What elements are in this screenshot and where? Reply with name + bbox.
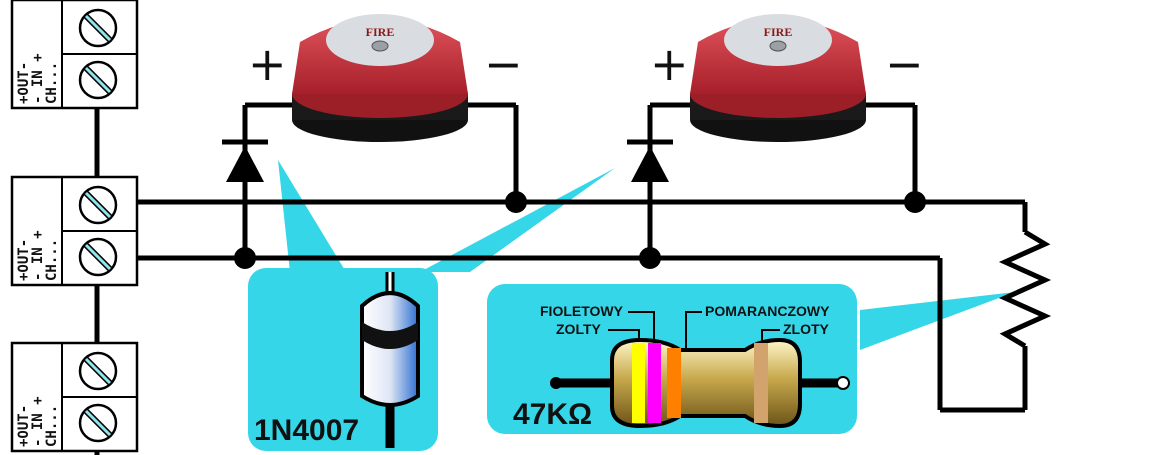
diode-part-number: 1N4007 [254, 414, 359, 447]
screw-icon [78, 185, 118, 225]
band-leaders [608, 311, 780, 350]
bell-minus-label: − [484, 37, 523, 91]
terminal-block-middle: +OUT- - IN + CH... [10, 175, 139, 287]
terminal-line2: - IN + [30, 53, 46, 104]
terminal-line2: - IN + [30, 396, 46, 447]
terminal-line3: CH... [44, 405, 60, 447]
bell-plus-label: + [248, 37, 287, 91]
terminal-line3: CH... [44, 239, 60, 281]
band-label-violet: FIOLETOWY [540, 303, 624, 319]
bell-icon: FIRE [292, 14, 468, 142]
terminal-block-bottom: +OUT- - IN + CH... [10, 341, 139, 453]
terminal-line2: - IN + [30, 230, 46, 281]
screw-icon [78, 237, 118, 277]
diode-component-icon [360, 272, 420, 448]
screw-icon [78, 8, 118, 48]
terminal-line3: CH... [44, 62, 60, 104]
bell-minus-label: − [885, 37, 924, 91]
screw-icon [78, 403, 118, 443]
wiring [94, 0, 1052, 455]
resistor-component-icon [550, 337, 850, 429]
screw-icon [78, 60, 118, 100]
fire-bell-2: FIRE [690, 14, 866, 142]
terminal-line1: +OUT- [16, 62, 32, 104]
fire-bell-1: FIRE [292, 14, 468, 142]
band-label-gold: ZLOTY [783, 321, 830, 337]
bell-label: FIRE [764, 25, 793, 39]
terminal-block-top: +OUT- - IN + CH... [10, 0, 139, 110]
junction-dots [234, 191, 926, 269]
diode-symbol-1 [222, 139, 268, 182]
bell-plus-label: + [650, 37, 689, 91]
bell-label: FIRE [366, 25, 395, 39]
bell-icon: FIRE [690, 14, 866, 142]
screw-icon [78, 351, 118, 391]
diode-symbol-2 [627, 139, 673, 182]
terminal-line1: +OUT- [16, 405, 32, 447]
band-label-yellow: ZOLTY [556, 321, 602, 337]
resistor-value: 47KΩ [513, 398, 592, 431]
terminal-line1: +OUT- [16, 239, 32, 281]
band-label-orange: POMARANCZOWY [705, 303, 830, 319]
